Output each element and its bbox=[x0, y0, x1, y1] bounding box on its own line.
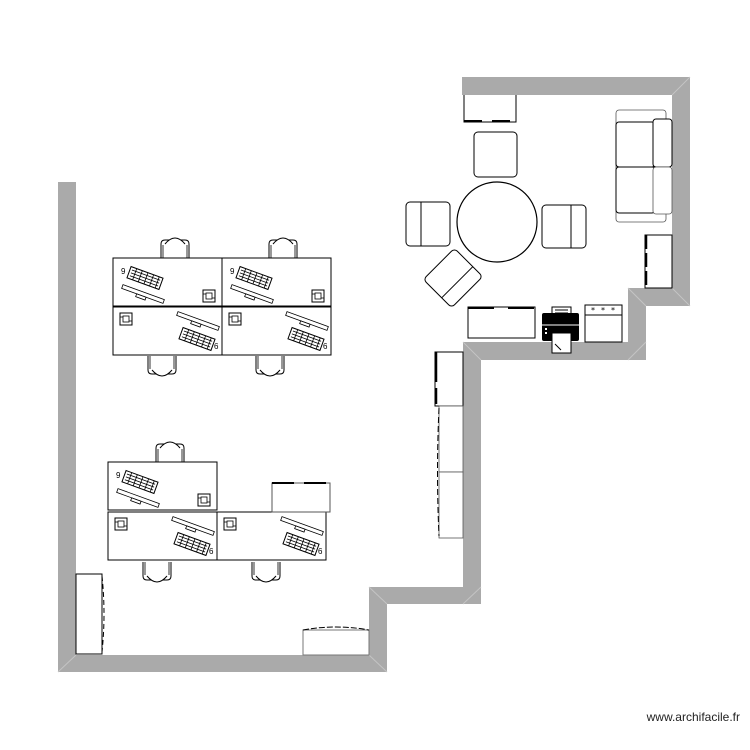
chair-icon bbox=[147, 355, 177, 377]
chair-icon bbox=[160, 237, 190, 259]
top-wall bbox=[462, 77, 690, 95]
wall-cabinet-bottom bbox=[302, 626, 370, 656]
counter-cabinet bbox=[467, 306, 536, 339]
svg-text:*: * bbox=[601, 306, 605, 315]
chair-icon bbox=[251, 561, 281, 583]
armchair bbox=[424, 249, 482, 307]
printer-icon bbox=[542, 306, 579, 354]
chair-icon bbox=[268, 237, 298, 259]
desk bbox=[113, 307, 222, 355]
desk bbox=[222, 258, 331, 306]
top-cabinet bbox=[463, 95, 517, 123]
walls bbox=[58, 77, 690, 672]
round-table bbox=[456, 181, 538, 263]
wall-cabinets-middle bbox=[434, 351, 464, 539]
armchair bbox=[405, 201, 451, 247]
cabinet bbox=[271, 482, 331, 513]
armchair bbox=[541, 204, 587, 249]
chair-icon bbox=[255, 355, 285, 377]
watermark[interactable]: www.archifacile.fr bbox=[646, 710, 740, 724]
desk bbox=[217, 512, 326, 560]
cooktop-icon: * * * bbox=[584, 304, 623, 343]
sofa bbox=[615, 109, 673, 223]
wall-corner-bevels bbox=[57, 76, 691, 673]
desk bbox=[222, 307, 331, 355]
chair-icon bbox=[142, 561, 172, 583]
lower-step-vertical-wall bbox=[369, 587, 387, 672]
desk-cluster-top bbox=[113, 237, 331, 377]
side-cabinet bbox=[644, 234, 673, 289]
armchair bbox=[473, 131, 518, 178]
lounge-area bbox=[405, 95, 673, 307]
bottom-wall bbox=[58, 655, 387, 672]
svg-text:*: * bbox=[591, 306, 595, 315]
wall-cabinet-left bbox=[75, 573, 105, 655]
right-wall bbox=[672, 77, 690, 306]
desk bbox=[108, 462, 217, 510]
desk-cluster-bottom bbox=[108, 441, 331, 583]
chair-icon bbox=[155, 441, 185, 463]
left-wall bbox=[58, 182, 76, 672]
svg-text:*: * bbox=[611, 306, 615, 315]
middle-vertical-wall bbox=[463, 342, 481, 604]
lower-step-horizontal-wall bbox=[369, 587, 481, 604]
desk bbox=[113, 258, 222, 306]
desk bbox=[108, 512, 217, 560]
